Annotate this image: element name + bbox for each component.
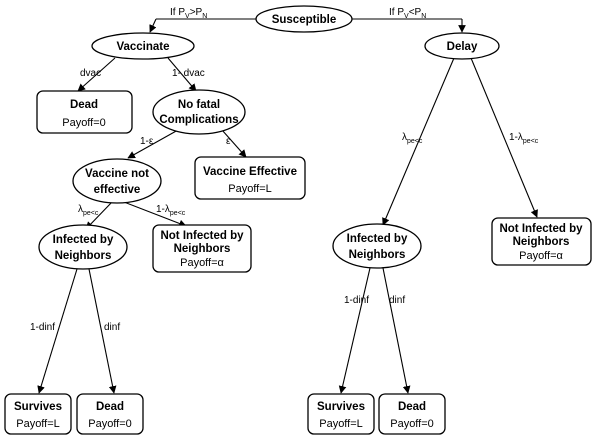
node-survives-left: Survives Payoff=L xyxy=(4,393,72,435)
node-vaccinate: Vaccinate xyxy=(91,32,195,60)
label-epsilon: ε xyxy=(226,136,231,147)
svg-text:Neighbors: Neighbors xyxy=(174,243,231,255)
svg-text:Neighbors: Neighbors xyxy=(55,250,112,262)
svg-text:Susceptible: Susceptible xyxy=(272,14,337,26)
svg-text:Dead: Dead xyxy=(96,401,124,413)
svg-text:effective: effective xyxy=(94,184,141,196)
edge-susceptible-vaccinate-down xyxy=(149,18,157,33)
node-dead-vaccination: Dead Payoff=0 xyxy=(36,90,133,134)
label-one-minus-dvac: 1- dvac xyxy=(172,68,205,79)
svg-text:No fatal: No fatal xyxy=(178,99,220,111)
edge-infectedR-survives xyxy=(338,267,371,394)
node-no-fatal-complications: No fatal Complications xyxy=(152,89,246,135)
label-one-minus-dinf-left: 1-dinf xyxy=(30,322,55,333)
node-infected-left: Infected by Neighbors xyxy=(38,224,128,270)
label-dvac: dvac xyxy=(80,68,101,79)
edge-infectedL-survives xyxy=(37,268,78,394)
svg-text:Complications: Complications xyxy=(159,114,238,126)
label-dinf-left: dinf xyxy=(104,322,120,333)
svg-text:Delay: Delay xyxy=(447,41,478,53)
edge-nofatal-effective xyxy=(221,129,247,158)
svg-text:Infected by: Infected by xyxy=(347,233,408,245)
svg-text:Payoff=0: Payoff=0 xyxy=(62,117,106,129)
node-vaccine-not-effective: Vaccine not effective xyxy=(72,158,162,204)
label-one-minus-lambda-left: 1-λpe<c xyxy=(156,204,186,217)
edge-vaccinate-nofatal xyxy=(167,57,197,92)
svg-text:Payoff=L: Payoff=L xyxy=(228,183,272,195)
svg-text:Neighbors: Neighbors xyxy=(349,249,406,261)
node-delay: Delay xyxy=(424,32,500,60)
svg-text:Payoff=L: Payoff=L xyxy=(16,418,60,430)
node-dead-left: Dead Payoff=0 xyxy=(76,393,144,435)
edges xyxy=(37,18,538,394)
edge-infectedR-dead xyxy=(382,267,411,394)
svg-text:Vaccinate: Vaccinate xyxy=(116,41,169,53)
svg-text:Survives: Survives xyxy=(14,401,62,413)
svg-text:Payoff=0: Payoff=0 xyxy=(390,418,434,430)
node-survives-right: Survives Payoff=L xyxy=(307,393,375,435)
svg-text:Dead: Dead xyxy=(398,401,426,413)
svg-text:Payoff=α: Payoff=α xyxy=(180,257,224,269)
svg-text:Infected by: Infected by xyxy=(53,234,114,246)
svg-text:Survives: Survives xyxy=(317,401,365,413)
label-lambda-left: λpe<c xyxy=(78,204,99,217)
svg-text:Not Infected by: Not Infected by xyxy=(499,223,583,235)
edge-vne-infected xyxy=(85,201,113,230)
svg-text:Payoff=L: Payoff=L xyxy=(319,418,363,430)
node-susceptible: Susceptible xyxy=(255,5,353,33)
svg-text:Neighbors: Neighbors xyxy=(513,236,570,248)
label-dinf-right: dinf xyxy=(389,295,405,306)
label-one-minus-dinf-right: 1-dinf xyxy=(344,295,369,306)
label-one-minus-epsilon: 1-ε xyxy=(140,136,154,147)
edge-delay-notinfected xyxy=(470,57,538,218)
node-dead-right: Dead Payoff=0 xyxy=(378,393,446,435)
svg-text:Payoff=α: Payoff=α xyxy=(519,250,563,262)
node-infected-right: Infected by Neighbors xyxy=(332,223,422,269)
label-if-pv-gt-pn: If PV>PN xyxy=(170,7,207,20)
edge-delay-infected xyxy=(382,57,455,226)
node-not-infected-left: Not Infected by Neighbors Payoff=α xyxy=(152,224,252,273)
edge-labels: If PV>PN If PV<PN dvac 1- dvac 1-ε ε λpe… xyxy=(30,7,539,333)
edge-vaccinate-dead xyxy=(77,57,116,92)
label-if-pv-lt-pn: If PV<PN xyxy=(389,7,426,20)
svg-text:Not Infected by: Not Infected by xyxy=(160,230,244,242)
svg-text:Vaccine not: Vaccine not xyxy=(85,168,149,180)
edge-vne-notinfected xyxy=(123,201,187,228)
label-one-minus-lambda-right: 1-λpe<c xyxy=(509,132,539,145)
edge-infectedL-dead xyxy=(88,268,117,394)
nodes: Susceptible Vaccinate Delay Dead Payoff=… xyxy=(4,5,592,435)
node-vaccine-effective: Vaccine Effective Payoff=L xyxy=(194,156,306,200)
svg-text:Payoff=0: Payoff=0 xyxy=(88,418,132,430)
node-not-infected-right: Not Infected by Neighbors Payoff=α xyxy=(491,217,592,266)
edge-nofatal-vne xyxy=(127,129,179,159)
svg-text:Vaccine Effective: Vaccine Effective xyxy=(203,166,297,178)
svg-text:Dead: Dead xyxy=(70,99,98,111)
label-lambda-right: λpe<c xyxy=(402,132,423,145)
